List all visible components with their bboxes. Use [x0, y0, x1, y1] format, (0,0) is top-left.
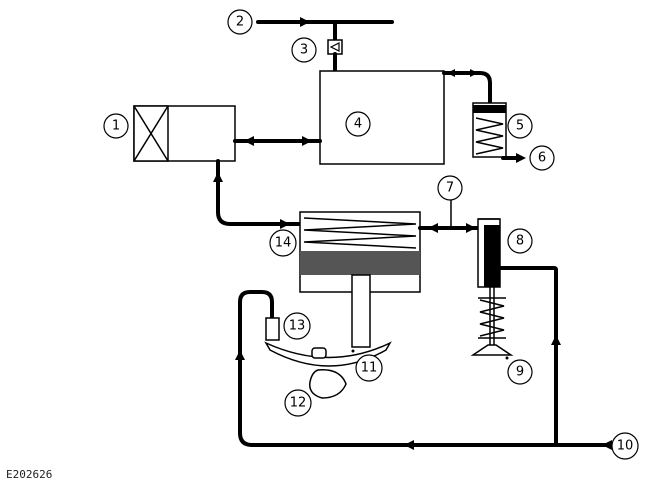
oil-feed-line [235, 266, 612, 450]
supply-line [256, 17, 394, 42]
check-valve [327, 39, 343, 86]
svg-text:11: 11 [361, 361, 378, 376]
svg-text:4: 4 [354, 117, 362, 132]
callout-2: 2 [227, 9, 253, 35]
svg-text:14: 14 [275, 236, 292, 251]
callout-6: 6 [529, 145, 555, 171]
cam-lobe [309, 369, 347, 399]
svg-text:2: 2 [236, 15, 244, 30]
solenoid-chamber-link [233, 136, 322, 146]
callout-12: 12 [284, 389, 312, 417]
accumulator [472, 102, 507, 158]
pressure-link [418, 200, 480, 233]
svg-text:8: 8 [516, 234, 524, 249]
svg-text:3: 3 [300, 43, 308, 58]
callout-13: 13 [283, 312, 311, 340]
svg-text:5: 5 [516, 119, 524, 134]
callout-7: 7 [437, 175, 463, 201]
leader-dot-11 [351, 349, 355, 353]
svg-text:10: 10 [617, 439, 634, 454]
drain-arrow [501, 153, 526, 163]
callout-1: 1 [103, 113, 129, 139]
leader-dot-9 [505, 356, 509, 360]
svg-text:13: 13 [289, 319, 306, 334]
callout-3: 3 [291, 37, 317, 63]
svg-text:7: 7 [446, 181, 454, 196]
callout-9: 9 [507, 359, 533, 385]
lash-adjuster [265, 317, 280, 341]
solenoid-piston-link [213, 159, 302, 229]
callout-5: 5 [507, 113, 533, 139]
control-solenoid [133, 105, 236, 162]
engine-valve [470, 287, 514, 356]
callout-4: 4 [345, 111, 371, 137]
svg-text:1: 1 [112, 119, 120, 134]
pump-piston-assembly [299, 211, 421, 348]
callout-11: 11 [355, 354, 383, 382]
svg-text:9: 9 [516, 365, 524, 380]
callout-10: 10 [611, 432, 639, 460]
svg-text:6: 6 [538, 151, 546, 166]
accumulator-link [442, 69, 492, 105]
svg-text:12: 12 [290, 396, 307, 411]
figure-id: E202626 [6, 468, 53, 481]
callout-8: 8 [507, 228, 533, 254]
callout-14: 14 [269, 229, 297, 257]
valve-actuator [477, 218, 501, 288]
pressure-chamber [319, 70, 445, 165]
